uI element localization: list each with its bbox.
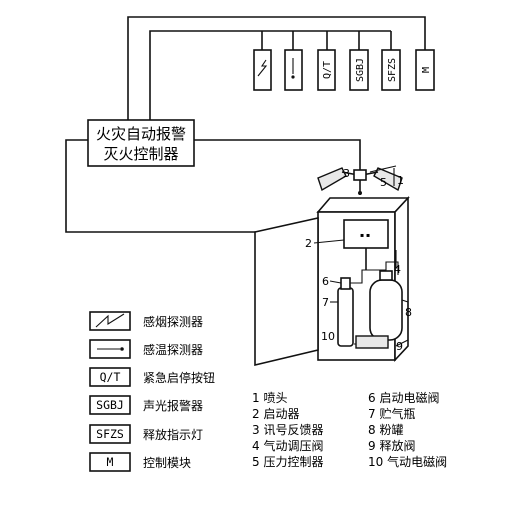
qt-module [317,49,336,91]
legend-label-1: 感烟探测器 [143,314,203,329]
nozzle-assembly [317,165,403,195]
legend-label-6: 控制模块 [143,456,191,470]
legend-smoke-box [89,311,131,331]
part-8: 8 粉罐 [368,423,403,437]
sgbj-module-label: SGBJ [355,58,366,82]
legend-m-box [89,452,131,472]
legend: 感烟探测器 感温探测器 Q/T 紧急启停按钮 SGBJ 声光报警器 SFZS 释… [89,311,215,472]
controller-line2: 灭火控制器 [103,145,178,163]
part-3: 3 讯号反馈器 [252,423,323,437]
svg-text:▪ ▪: ▪ ▪ [360,232,370,239]
legend-label-3: 紧急启停按钮 [143,370,215,385]
legend-code-3: Q/T [100,370,121,384]
left-nozzle [317,167,347,192]
cabinet-door [254,217,319,367]
controller-wiring [65,139,361,233]
heat-detector-dot-icon [291,75,295,79]
module-boxes: Q/T SGBJ SFZS M [253,49,435,91]
qt-module-label: Q/T [322,61,333,79]
legend-sgbj-box [89,395,131,415]
controller-line1: 火灾自动报警 [96,125,186,143]
gas-bottle [337,287,354,347]
controller: 火灾自动报警 灭火控制器 [87,119,195,167]
legend-smoke-icon [95,313,125,328]
legend-label-4: 声光报警器 [143,398,203,413]
part-9: 9 释放阀 [368,438,415,453]
part-1: 1 喷头 [252,391,287,405]
callout-4: 4 [394,263,401,276]
powder-tank-neck [379,270,393,281]
m-module [415,49,435,91]
callout-8: 8 [405,306,412,319]
part-5: 5 压力控制器 [252,455,323,469]
part-4: 4 气动调压阀 [252,438,323,453]
gas-bottle-valve [340,277,351,290]
cabinet: ▪ ▪ [254,195,410,367]
bus-wiring [127,16,426,120]
callout-7: 7 [322,296,329,309]
starter-unit [343,219,389,249]
legend-qt-box [89,367,131,387]
sgbj-module [349,49,369,91]
controller-box [87,119,195,167]
callout-2: 2 [305,237,312,250]
callout-6: 6 [322,275,329,288]
part-7: 7 贮气瓶 [368,406,415,421]
parts-list: 1 喷头 2 启动器 3 讯号反馈器 4 气动调压阀 5 压力控制器 6 启动电… [252,390,447,469]
legend-label-5: 释放指示灯 [143,427,203,442]
m-module-label: M [421,67,432,73]
release-valve [355,335,389,349]
callout-5: 5 [380,176,387,189]
callouts: 1 2 3 4 5 6 7 8 9 10 [305,167,412,353]
legend-code-5: SFZS [96,427,124,441]
sfzs-module-label: SFZS [387,58,398,82]
legend-sfzs-box [89,424,131,444]
powder-tank [369,279,403,341]
callout-9: 9 [396,340,403,353]
smoke-detector-symbol-icon [257,59,268,77]
cabinet-top [316,197,410,213]
callout-10: 10 [321,330,335,343]
callout-3: 3 [343,167,350,180]
part-2: 2 启动器 [252,407,299,421]
legend-code-6: M [107,455,114,469]
right-nozzle [373,167,403,192]
part-6: 6 启动电磁阀 [368,390,439,405]
sfzs-module [381,49,401,91]
legend-label-2: 感温探测器 [143,342,203,357]
legend-code-4: SGBJ [96,398,124,412]
callout-1: 1 [397,174,404,187]
part-10: 10 气动电磁阀 [368,454,447,469]
